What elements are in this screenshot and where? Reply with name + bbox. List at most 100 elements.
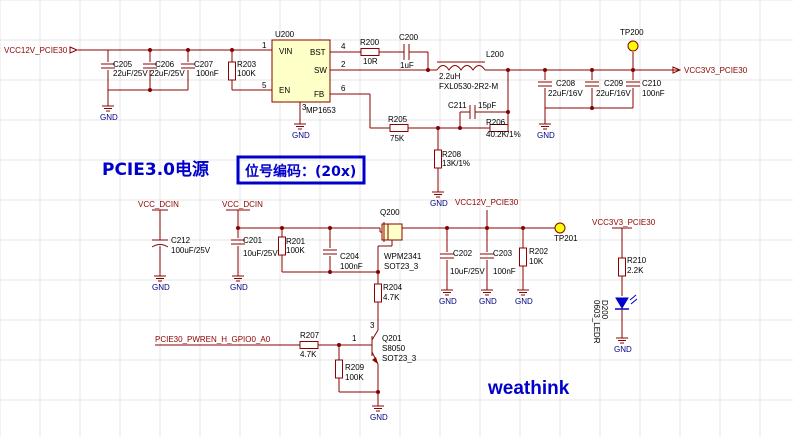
pin-sw-num: 2 xyxy=(341,60,346,69)
mosfet-q200 xyxy=(381,223,403,241)
gnd-symbol-r202 xyxy=(516,283,530,296)
c205-val: 22uF/25V xyxy=(113,69,148,78)
c204-val: 100nF xyxy=(340,262,363,271)
r209-val: 100K xyxy=(345,373,364,382)
c208-val: 22uF/16V xyxy=(548,89,583,98)
q200-ref: Q200 xyxy=(380,208,400,217)
cap-c210 xyxy=(625,81,641,87)
gnd-label: GND xyxy=(230,283,248,292)
r203-ref: R203 xyxy=(237,60,257,69)
c202-val: 10uF/25V xyxy=(450,267,485,276)
r208-val: 13K/1% xyxy=(442,159,470,168)
cap-c208 xyxy=(537,81,553,87)
brand-watermark: weathink xyxy=(487,378,570,399)
section-title: PCIE3.0电源 xyxy=(102,159,209,180)
resistor-r209 xyxy=(335,359,343,379)
r206-val: 40.2K/1% xyxy=(486,130,521,139)
pin-sw: SW xyxy=(314,66,327,75)
q201-pin: 3 xyxy=(370,321,375,330)
c207-ref: C207 xyxy=(194,60,214,69)
gnd-label: GND xyxy=(152,283,170,292)
q201-ref: Q201 xyxy=(382,334,402,343)
r201-ref: R201 xyxy=(286,237,306,246)
gnd-symbol-q201 xyxy=(371,399,385,412)
ic-ref: U200 xyxy=(275,30,295,39)
gnd-label: GND xyxy=(479,297,497,306)
r210-ref: R210 xyxy=(627,256,647,265)
net-label-vcc3v3-led: VCC3V3_PCIE30 xyxy=(592,218,656,227)
q201-pin: 1 xyxy=(352,334,357,343)
gnd-label: GND xyxy=(370,413,388,422)
r205-val: 75K xyxy=(390,134,405,143)
r205-ref: R205 xyxy=(388,115,408,124)
tp200-ref: TP200 xyxy=(620,28,644,37)
resistor-r210 xyxy=(618,257,626,277)
r202-val: 10K xyxy=(529,257,544,266)
d200-part: 0603_LEDR xyxy=(592,300,601,344)
cap-c209 xyxy=(584,81,600,87)
gnd-label: GND xyxy=(614,345,632,354)
r209-ref: R209 xyxy=(345,363,365,372)
gnd-symbol-led xyxy=(615,331,629,344)
gnd-symbol-c202 xyxy=(440,283,454,296)
l200-ref: L200 xyxy=(486,50,504,59)
c211-val: 15pF xyxy=(478,101,496,110)
gnd-symbol-fb xyxy=(431,185,445,198)
cap-c207 xyxy=(180,63,196,69)
c204-ref: C204 xyxy=(340,252,360,261)
c212-val: 100uF/25V xyxy=(171,246,211,255)
l200-part: FXL0530-2R2-M xyxy=(439,82,498,91)
gnd-symbol-input xyxy=(101,99,115,112)
r204-val: 4.7K xyxy=(383,293,400,302)
c207-val: 100nF xyxy=(196,69,219,78)
tp201-ref: TP201 xyxy=(554,234,578,243)
cap-c202 xyxy=(439,253,455,259)
r202-ref: R202 xyxy=(529,247,549,256)
net-label-vcc12v-mid: VCC12V_PCIE30 xyxy=(455,198,519,207)
pin-bst: BST xyxy=(310,48,326,57)
c208-ref: C208 xyxy=(556,79,576,88)
pin-bst-num: 4 xyxy=(341,42,346,51)
net-label-vcc3v3-output: VCC3V3_PCIE30 xyxy=(684,66,748,75)
ic-part: MP1653 xyxy=(306,106,336,115)
code-box xyxy=(236,155,366,185)
r203-val: 100K xyxy=(237,69,256,78)
testpoint-tp200 xyxy=(627,40,639,52)
r207-val: 4.7K xyxy=(300,350,317,359)
c209-ref: C209 xyxy=(604,79,624,88)
r208-ref: R208 xyxy=(442,150,462,159)
net-label-vcc-dcin-a: VCC_DCIN xyxy=(138,200,179,209)
pin-fb-num: 6 xyxy=(341,84,346,93)
q200-pkg: SOT23_3 xyxy=(384,262,419,271)
resistor-r202 xyxy=(519,247,527,267)
c205-ref: C205 xyxy=(113,60,133,69)
c200-val: 1uF xyxy=(400,61,414,70)
led-d200 xyxy=(615,294,638,310)
gnd-label: GND xyxy=(537,131,555,140)
r200-val: 10R xyxy=(363,57,378,66)
c203-ref: C203 xyxy=(493,249,513,258)
gnd-label: GND xyxy=(439,297,457,306)
r210-val: 2.2K xyxy=(627,266,644,275)
c210-ref: C210 xyxy=(642,79,662,88)
pin-fb: FB xyxy=(314,90,324,99)
r204-ref: R204 xyxy=(383,283,403,292)
c201-val: 10uF/25V xyxy=(243,249,278,258)
c206-ref: C206 xyxy=(155,60,175,69)
resistor-r205 xyxy=(389,124,409,132)
c210-val: 100nF xyxy=(642,89,665,98)
resistor-r203 xyxy=(228,61,236,81)
vcc12v-input-rail xyxy=(78,48,262,100)
resistor-r208 xyxy=(434,149,442,169)
inductor-l200 xyxy=(436,65,486,71)
q201-pkg: SOT23_3 xyxy=(382,354,417,363)
c206-val: 22uF/25V xyxy=(150,69,185,78)
code-box-label: 位号编码：(20x) xyxy=(245,163,356,180)
r207-ref: R207 xyxy=(300,331,320,340)
cap-c203 xyxy=(479,253,495,259)
resistor-r200 xyxy=(360,48,380,56)
pin-en-num: 5 xyxy=(262,81,267,90)
r201-val: 100K xyxy=(286,246,305,255)
l200-val: 2.2uH xyxy=(439,72,461,81)
